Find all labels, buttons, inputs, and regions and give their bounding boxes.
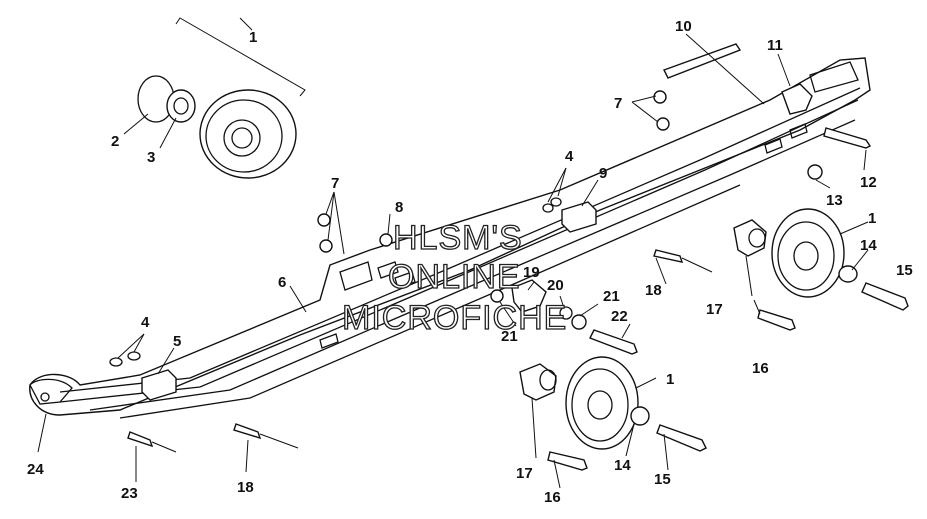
callout-15: 15 xyxy=(654,471,671,488)
axle-bracket-17-bottom xyxy=(519,363,557,401)
leader-lines xyxy=(37,17,869,489)
bracket-19 xyxy=(511,279,547,313)
callout-2: 2 xyxy=(111,133,119,150)
callout-14: 14 xyxy=(860,237,877,254)
callout-21: 21 xyxy=(603,288,620,305)
callout-1: 1 xyxy=(868,210,876,227)
callout-7: 7 xyxy=(614,95,622,112)
nut-13 xyxy=(807,164,823,180)
callout-8: 8 xyxy=(395,199,403,216)
bolt-18-upper xyxy=(653,249,713,273)
callout-18: 18 xyxy=(645,282,662,299)
nut-7-upper xyxy=(653,90,670,131)
callout-1: 1 xyxy=(666,371,674,388)
nut-8 xyxy=(379,233,393,247)
callout-5: 5 xyxy=(173,333,181,350)
bolt-16-bottom xyxy=(547,451,588,471)
callout-12: 12 xyxy=(860,174,877,191)
washer-20 xyxy=(559,306,573,320)
callout-17: 17 xyxy=(516,465,533,482)
idler-wheel-bottom xyxy=(565,356,639,450)
callout-14: 14 xyxy=(614,457,631,474)
callout-21: 21 xyxy=(501,328,518,345)
bolt-15-right xyxy=(861,282,909,311)
watermark-line-1: HLSM'S xyxy=(393,219,523,257)
bolt-18-lower xyxy=(233,423,299,449)
callout-4: 4 xyxy=(141,314,150,331)
callout-22: 22 xyxy=(611,308,628,325)
watermark-line-2: ONLINE xyxy=(388,258,521,296)
spacer-block-9 xyxy=(561,201,597,233)
washer-14-bottom xyxy=(630,406,650,426)
callout-11: 11 xyxy=(767,37,783,54)
callout-15: 15 xyxy=(896,262,913,279)
bracket-11 xyxy=(781,83,813,115)
callout-7: 7 xyxy=(331,175,339,192)
callout-24: 24 xyxy=(27,461,44,478)
bearing xyxy=(166,89,196,123)
callout-3: 3 xyxy=(147,149,155,166)
callout-23: 23 xyxy=(121,485,138,502)
watermark-line-3: MICROFICHE xyxy=(342,299,567,337)
bolt-10 xyxy=(663,43,742,79)
callout-16: 16 xyxy=(752,360,769,377)
washers-4-lower xyxy=(109,351,141,367)
callout-17: 17 xyxy=(706,301,723,318)
bolt-23 xyxy=(127,431,177,453)
callout-4: 4 xyxy=(565,148,574,165)
slide-rail xyxy=(29,57,871,419)
callout-6: 6 xyxy=(278,274,286,291)
callout-20: 20 xyxy=(547,277,564,294)
watermark: HLSM'S ONLINE MICROFICHE xyxy=(341,218,567,337)
axle-bracket-17-right xyxy=(733,219,767,257)
idler-wheel-top xyxy=(199,89,297,179)
washers-4-upper xyxy=(542,197,562,213)
bolt-22 xyxy=(589,329,638,355)
bracket-1 xyxy=(175,17,306,97)
nut-21 xyxy=(490,289,587,330)
washer-14-right xyxy=(838,265,858,283)
bolt-12 xyxy=(823,127,872,149)
callout-9: 9 xyxy=(599,165,607,182)
callout-labels: 1 2 3 4 4 5 6 7 7 8 9 10 11 12 13 1 14 1… xyxy=(27,18,913,506)
bolt-16-right xyxy=(757,309,796,331)
bolt-15-bottom xyxy=(656,424,707,452)
callout-19: 19 xyxy=(523,264,540,281)
callout-10: 10 xyxy=(675,18,692,35)
callout-1: 1 xyxy=(249,29,257,46)
idler-wheel-right xyxy=(771,208,845,298)
callout-16: 16 xyxy=(544,489,561,506)
spacer-block-5 xyxy=(141,369,177,401)
callout-13: 13 xyxy=(826,192,843,209)
nut-7-lower xyxy=(317,213,333,253)
callout-18: 18 xyxy=(237,479,254,496)
